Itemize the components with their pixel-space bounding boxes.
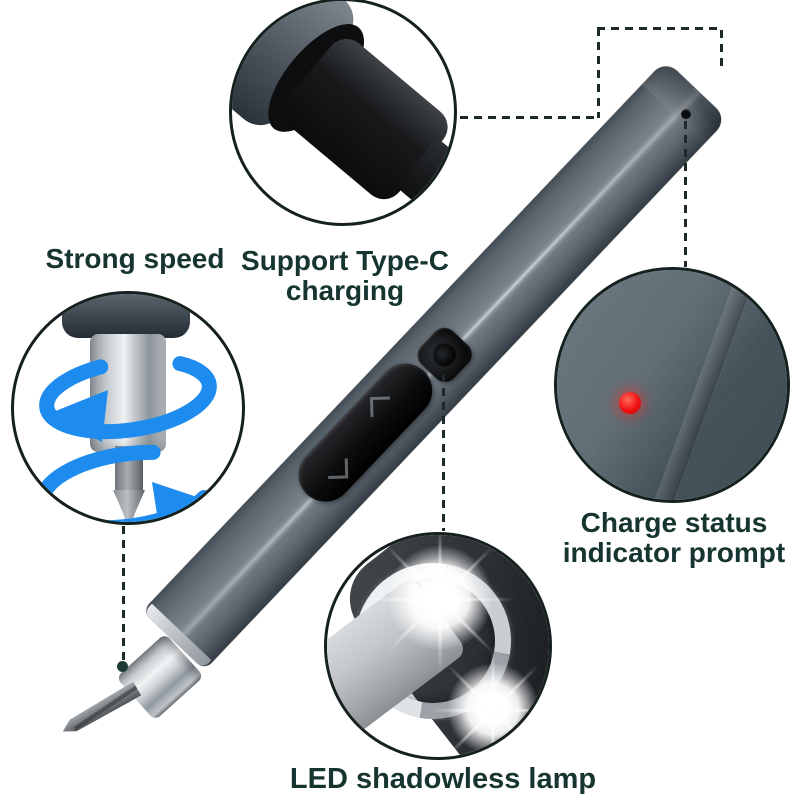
typec-plug-group — [232, 1, 454, 223]
flare-ray — [491, 647, 495, 757]
speed-connector-dot — [117, 661, 128, 672]
typec-text-line2: charging — [285, 275, 405, 306]
rotation-arrow-icon — [35, 352, 221, 522]
typec-connector-line — [597, 27, 723, 30]
typec-text-line1: Support Type-C — [241, 245, 449, 276]
speed-zoom-circle — [11, 291, 245, 525]
switch-arrow-icon — [327, 458, 349, 479]
speed-connector-line — [122, 526, 125, 662]
typec-connector-line — [460, 116, 600, 119]
typec-zoom-circle — [229, 0, 457, 226]
pen-tail-surface — [557, 270, 787, 500]
indicator-hole — [681, 109, 691, 119]
power-button-recess — [427, 337, 462, 372]
charge-status-label: Charge status indicator prompt — [550, 508, 798, 568]
charge-zoom-circle — [554, 267, 790, 503]
strong-speed-text: Strong speed — [45, 243, 225, 274]
charge-connector-line — [684, 121, 687, 267]
pen-nose-cap — [62, 294, 190, 338]
lamp-flare-icon — [365, 535, 515, 675]
lamp-flare-icon — [430, 647, 549, 757]
charge-text-line1: Charge status — [580, 507, 768, 538]
typec-connector-line — [597, 28, 600, 118]
led-lamp-label: LED shadowless lamp — [288, 764, 598, 794]
switch-arrow-icon — [369, 396, 391, 418]
phillips-bit — [59, 682, 141, 739]
strong-speed-label: Strong speed — [10, 244, 260, 274]
forward-reverse-switch — [287, 352, 444, 513]
typec-label: Support Type-C charging — [223, 246, 467, 306]
charge-text-line2: indicator prompt — [562, 537, 786, 568]
lamp-connector-line — [442, 374, 445, 531]
charge-led-icon — [619, 392, 641, 414]
led-lamp-text: LED shadowless lamp — [289, 763, 597, 795]
lamp-zoom-circle — [324, 532, 552, 760]
bit-flute-shade — [74, 686, 137, 731]
typec-connector-line — [720, 30, 723, 68]
